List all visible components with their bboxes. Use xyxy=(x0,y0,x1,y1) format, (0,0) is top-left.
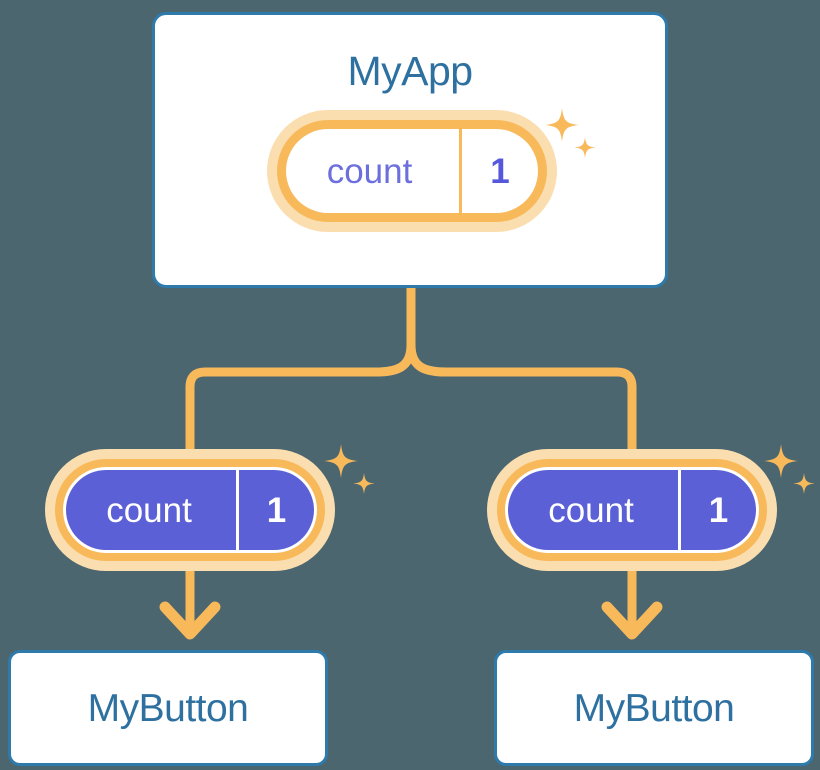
pill-divider xyxy=(678,470,681,550)
button-card-label: MyButton xyxy=(87,686,249,730)
button-card-label: MyButton xyxy=(573,686,735,730)
pill-inner: count 1 xyxy=(508,470,756,550)
pill-inner: count 1 xyxy=(66,470,314,550)
pill-divider xyxy=(236,470,239,550)
pill-body: count 1 xyxy=(505,467,759,553)
state-value-label: 1 xyxy=(708,490,729,530)
pill-divider xyxy=(459,129,462,213)
page-title: MyApp xyxy=(347,48,473,94)
state-key-label: count xyxy=(106,490,192,530)
state-value-label: 1 xyxy=(490,151,510,191)
state-value-label: 1 xyxy=(266,490,287,530)
arrow-down-left xyxy=(159,601,221,640)
pill-body: count 1 xyxy=(63,467,317,553)
state-pill-app[interactable]: count 1 xyxy=(267,110,557,232)
pill-body: count 1 xyxy=(286,129,538,213)
state-key-label: count xyxy=(326,151,413,191)
state-key-label: count xyxy=(548,490,634,530)
arrow-down-right xyxy=(601,601,663,640)
state-pill-child-left[interactable]: count 1 xyxy=(45,449,335,571)
button-card-left[interactable]: MyButton xyxy=(8,650,328,766)
branch-connector-right xyxy=(406,340,637,460)
state-pill-child-right[interactable]: count 1 xyxy=(487,449,777,571)
branch-connector-left xyxy=(185,340,416,460)
button-card-right[interactable]: MyButton xyxy=(494,650,814,766)
